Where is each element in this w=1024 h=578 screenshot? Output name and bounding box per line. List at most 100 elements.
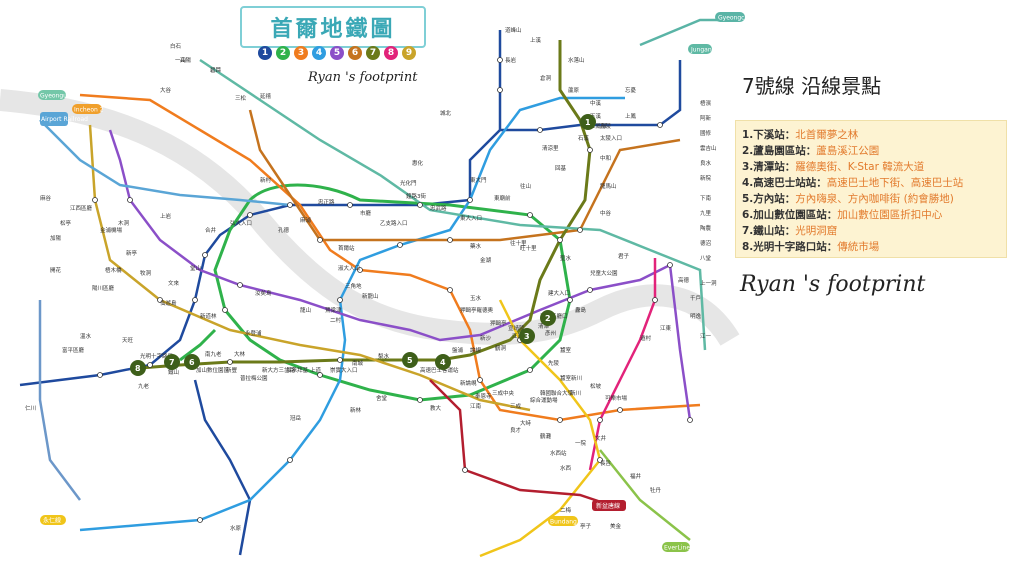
poi-name: 7.鐵山站：: [742, 225, 796, 237]
station-label: 可樂市場: [605, 394, 628, 402]
station-label: 仁川: [25, 404, 36, 412]
station-label: 麻谷: [40, 194, 52, 202]
line-3-badge: 3: [294, 46, 308, 60]
station-label: 水落山: [568, 56, 585, 64]
poi-name: 2.蘆島園區站：: [742, 145, 817, 157]
station-label: 梧木橋: [105, 266, 122, 274]
station-label: 永登浦: [245, 329, 262, 337]
poi-desc: 光明洞窟: [795, 225, 838, 237]
poi-pin-label: 7: [169, 358, 175, 367]
station-label: 天旺: [122, 337, 134, 344]
station-label: 教大: [430, 404, 442, 412]
station-label: 中溪: [590, 99, 602, 107]
station-label: 高陽: [180, 56, 192, 64]
footprint-caption-large: Ryan 's footprint: [740, 272, 926, 297]
station-label: 亭子: [580, 522, 592, 530]
tag-label: Airport Railroad: [41, 116, 88, 123]
station-label: 新亭: [126, 249, 138, 257]
station-label: 回基: [555, 164, 567, 172]
station-label: 江一: [700, 333, 712, 340]
station-label: 建大入口: [548, 289, 570, 297]
poi-item: 8.光明十字路口站：傳統市場: [742, 239, 1006, 255]
poi-desc: 蘆島溪江公園: [816, 145, 880, 157]
poi-pin[interactable]: [580, 114, 596, 130]
station-label: 盤浦: [452, 346, 464, 354]
station-label: 光化門: [400, 179, 417, 187]
station-label: 新院: [700, 174, 712, 182]
station-label: 三角地: [345, 282, 362, 290]
station-label: 一院: [575, 439, 587, 447]
station-label: 龍山: [300, 306, 311, 314]
poi-pin[interactable]: [540, 310, 556, 326]
station-label: 往山: [520, 182, 531, 190]
line-9-badge: 9: [402, 46, 416, 60]
station-label: 新林: [350, 406, 362, 414]
station-label: 三松: [235, 94, 247, 102]
station-label: 碧蹄: [210, 66, 222, 74]
station-label: 陶農: [700, 224, 712, 232]
line-6-badge: 6: [348, 46, 362, 60]
shinbundang-line: [429, 379, 611, 507]
poi-pin-label: 1: [585, 118, 591, 127]
station-dots: [92, 57, 693, 523]
poi-pin[interactable]: [519, 328, 535, 344]
station-label: 奉恩寺: [475, 392, 492, 400]
line-number-legend: 1 2 3 4 5 6 7 8 9: [258, 46, 416, 60]
station-label: 良才: [510, 426, 522, 434]
station-label: 上溪: [530, 36, 542, 44]
station-label: 堂山: [190, 264, 201, 272]
poi-pin[interactable]: [402, 352, 418, 368]
poi-list: 1.下溪站：北首爾夢之林 2.蘆島園區站：蘆島溪江公園 3.清潭站：羅德奧街、K…: [742, 127, 1006, 255]
station-label: 遁村: [640, 334, 652, 342]
tag-label: EverLine: [664, 545, 690, 552]
poi-pin[interactable]: [164, 354, 180, 370]
map-title-box: 首爾地鐵圖: [240, 6, 426, 48]
station-label: 先陵: [548, 359, 560, 367]
tag-label: 永仁線: [43, 517, 61, 525]
line-tags: Gyeongchun Jungang Gyeongui Incheon 2 Ai…: [38, 12, 756, 552]
station-label: 鶴洞: [495, 344, 507, 352]
station-label: 三成中央: [492, 389, 515, 397]
poi-name: 6.加山數位園區站：: [742, 209, 838, 221]
airport-line: [39, 119, 291, 207]
poi-item: 3.清潭站：羅德奧街、K-Star 韓流大道: [742, 159, 1006, 175]
tag-label: Incheon 2: [74, 107, 104, 114]
station-label: 三成: [510, 402, 522, 410]
bundang-line: [479, 299, 602, 558]
station-label: 韓國聯合大學: [540, 389, 574, 397]
station-label: 蠶室: [560, 346, 572, 354]
line-5-badge: 5: [330, 46, 344, 60]
line-9: [88, 124, 531, 412]
station-label: 乙支路入口: [380, 219, 408, 227]
station-label: 龍馬山: [600, 182, 617, 190]
poi-item: 7.鐵山站：光明洞窟: [742, 223, 1006, 239]
station-label: 崇實大入口: [330, 366, 358, 374]
tag-label: Bundang: [550, 519, 577, 526]
poi-pin[interactable]: [435, 354, 451, 370]
station-label: 新龍山: [362, 292, 379, 300]
station-label: 新川: [570, 389, 581, 397]
poi-desc: 傳統市場: [837, 241, 880, 253]
poi-pin[interactable]: [130, 360, 146, 376]
station-label: 光明十字路口: [140, 352, 173, 360]
station-label: 論峴: [470, 346, 482, 354]
station-label: 二梅: [560, 506, 572, 514]
line-5: [108, 129, 692, 421]
poi-pin[interactable]: [184, 354, 200, 370]
station-label: 旺十里: [520, 244, 537, 252]
station-label: 八堂: [700, 254, 712, 262]
station-label: 孔陵: [600, 122, 612, 130]
station-label: 城北: [440, 109, 452, 117]
station-label: 白石: [170, 42, 182, 50]
station-label: 加陽: [50, 234, 62, 242]
station-label: 松坡: [590, 382, 602, 390]
station-label: 清潭: [538, 322, 550, 330]
station-label: 開花: [50, 266, 62, 274]
station-label: 延禧: [260, 92, 272, 100]
station-label: 忘憂: [625, 86, 637, 94]
station-label: 松亭: [60, 219, 72, 227]
line-3: [79, 93, 701, 422]
station-label: 明逸: [690, 312, 702, 320]
han-river: [0, 89, 740, 347]
footprint-caption-small: Ryan 's footprint: [308, 70, 418, 85]
